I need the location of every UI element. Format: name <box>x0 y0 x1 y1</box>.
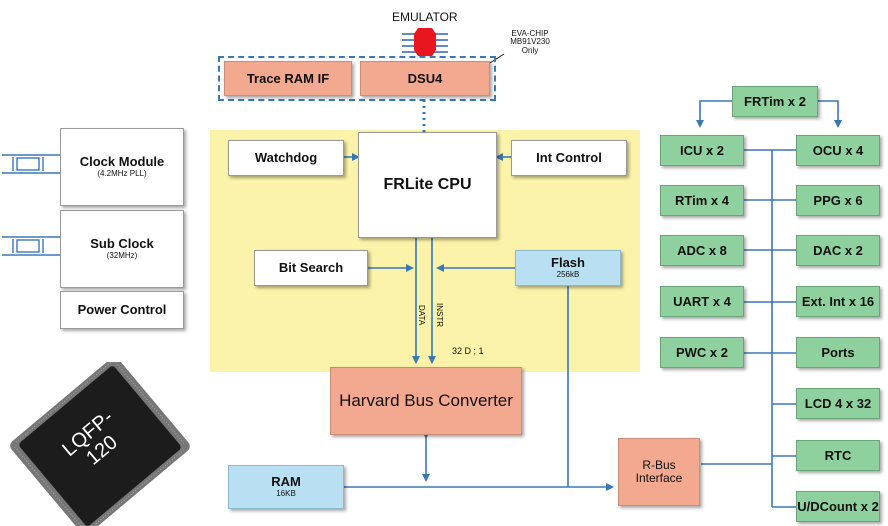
rbus-interface-block: R-Bus Interface <box>618 438 700 506</box>
uart-label: UART x 4 <box>673 293 731 309</box>
dac-label: DAC x 2 <box>813 242 863 258</box>
bit-search-block: Bit Search <box>254 250 368 286</box>
power-control-label: Power Control <box>77 302 167 318</box>
pwc-label: PWC x 2 <box>675 344 728 360</box>
lcd-label: LCD 4 x 32 <box>804 395 872 411</box>
frtim-label: FRTim x 2 <box>744 93 806 109</box>
harvard-bus-converter-label: Harvard Bus Converter <box>339 391 513 411</box>
eva-chip-note: EVA-CHIP MB91V230 Only <box>500 29 560 55</box>
dsu4-label: DSU4 <box>407 70 443 86</box>
ppg-label: PPG x 6 <box>813 192 863 208</box>
flash-block: Flash 256kB <box>515 250 621 286</box>
ram-size: 16KB <box>276 489 296 499</box>
ocu-label: OCU x 4 <box>812 142 864 158</box>
int-control-block: Int Control <box>511 140 627 176</box>
ext-int-label: Ext. Int x 16 <box>801 293 875 309</box>
watchdog-label: Watchdog <box>254 150 318 166</box>
frtim-block: FRTim x 2 <box>732 86 818 117</box>
rtim-label: RTim x 4 <box>675 192 729 208</box>
flash-label: Flash <box>551 255 585 271</box>
data-bus-label: DATA <box>417 305 426 326</box>
lqfp-package-image <box>10 362 190 526</box>
instr-bus-label: INSTR <box>435 303 444 327</box>
ports-block: Ports <box>796 337 880 368</box>
uart-block: UART x 4 <box>660 286 744 317</box>
bus-width-label: 32 D ; 1 <box>452 346 484 356</box>
sub-clock-sub: (32MHz) <box>106 251 138 261</box>
rtc-label: RTC <box>824 447 852 463</box>
clock-module-block: Clock Module (4.2MHz PLL) <box>60 128 184 206</box>
udcount-block: U/DCount x 2 <box>796 491 880 522</box>
ppg-block: PPG x 6 <box>796 185 880 216</box>
ext-int-block: Ext. Int x 16 <box>796 286 880 317</box>
adc-label: ADC x 8 <box>677 242 727 258</box>
udcount-label: U/DCount x 2 <box>797 498 879 514</box>
pwc-block: PWC x 2 <box>660 337 744 368</box>
trace-ram-if-label: Trace RAM IF <box>246 70 330 86</box>
eva-chip-line1: EVA-CHIP <box>511 29 549 38</box>
cpu-label: FRLite CPU <box>383 175 472 193</box>
clock-module-label: Clock Module <box>79 154 165 170</box>
ports-label: Ports <box>821 344 855 360</box>
icu-label: ICU x 2 <box>679 142 725 158</box>
bit-search-label: Bit Search <box>278 260 344 276</box>
sub-clock-block: Sub Clock (32MHz) <box>60 210 184 288</box>
lcd-block: LCD 4 x 32 <box>796 388 880 419</box>
emulator-label: EMULATOR <box>392 10 458 24</box>
ocu-block: OCU x 4 <box>796 135 880 166</box>
icu-block: ICU x 2 <box>660 135 744 166</box>
harvard-bus-converter-block: Harvard Bus Converter <box>330 367 522 435</box>
rbus-label-line1: R-Bus <box>642 458 676 473</box>
cpu-block: FRLite CPU <box>358 132 497 238</box>
trace-ram-if-block: Trace RAM IF <box>224 61 352 96</box>
int-control-label: Int Control <box>536 150 602 166</box>
sub-clock-label: Sub Clock <box>90 236 154 252</box>
ram-block: RAM 16KB <box>228 465 344 509</box>
clock-module-sub: (4.2MHz PLL) <box>97 169 147 179</box>
ram-label: RAM <box>271 474 301 490</box>
power-control-block: Power Control <box>60 291 184 329</box>
rbus-label-line2: Interface <box>635 471 683 485</box>
dsu4-block: DSU4 <box>360 61 490 96</box>
eva-chip-line3: Only <box>521 45 539 55</box>
adc-block: ADC x 8 <box>660 235 744 266</box>
rtc-block: RTC <box>796 440 880 471</box>
dac-block: DAC x 2 <box>796 235 880 266</box>
flash-size: 256kB <box>556 270 580 280</box>
debug-frame <box>218 56 496 101</box>
eva-chip-line2: MB91V230 <box>510 37 550 47</box>
emulator-chip-icon <box>402 28 448 56</box>
watchdog-block: Watchdog <box>228 140 344 176</box>
rtim-block: RTim x 4 <box>660 185 744 216</box>
